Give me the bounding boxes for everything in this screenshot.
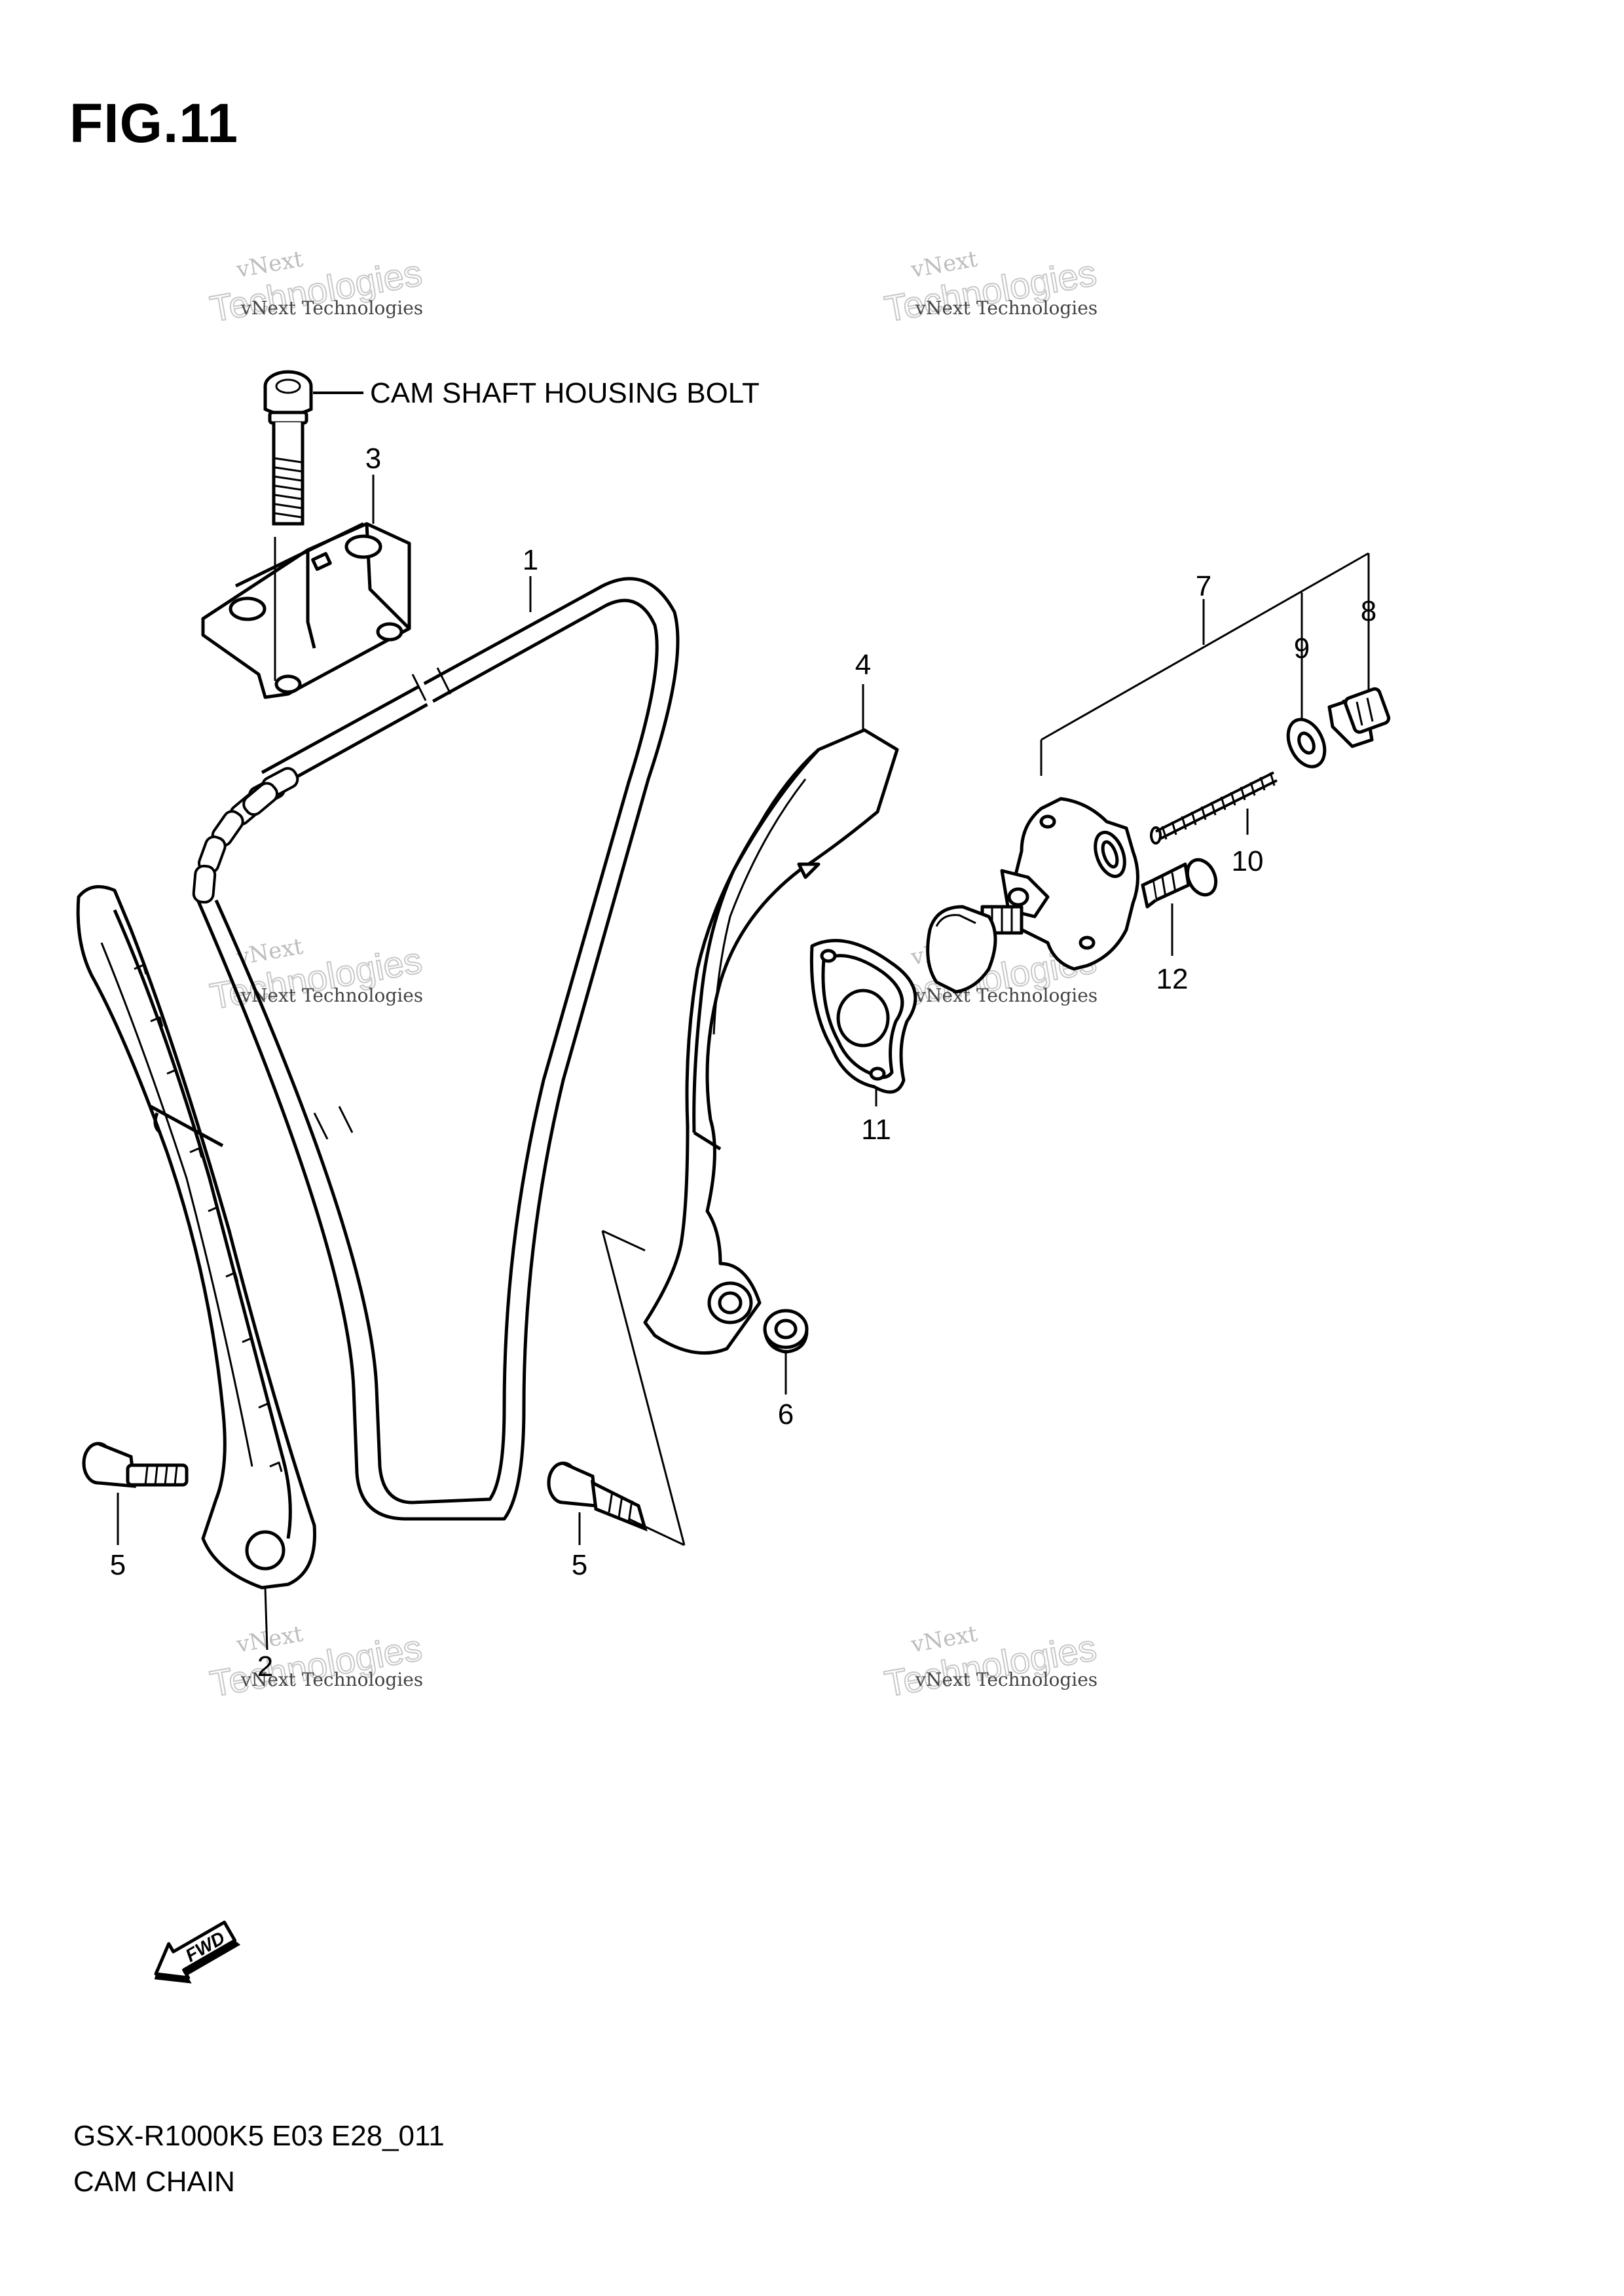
- callout-2: 2: [257, 1650, 273, 1683]
- part-4-cam-chain-tensioner-guide: [643, 728, 899, 1355]
- callout-12: 12: [1156, 963, 1189, 995]
- fwd-arrow-icon: FWD: [154, 1920, 241, 1984]
- part-9-gasket-washer: [1286, 718, 1327, 769]
- callout-5-right: 5: [572, 1549, 587, 1581]
- part-1-cam-chain: [192, 577, 680, 1521]
- callout-1: 1: [523, 544, 538, 576]
- part-5-guide-bolt-right: [547, 1461, 648, 1532]
- watermark-small-1: vNext Technologies: [240, 297, 423, 319]
- callout-4: 4: [855, 649, 871, 681]
- annotation-cam-shaft-housing-bolt: CAM SHAFT HOUSING BOLT: [370, 377, 760, 409]
- part-10-tensioner-spring: [1150, 771, 1278, 845]
- part-5-guide-bolt-left: [82, 1442, 189, 1488]
- watermark-small-5: vNext Technologies: [240, 1669, 423, 1690]
- callout-11: 11: [861, 1114, 891, 1146]
- callout-5-left: 5: [110, 1549, 126, 1581]
- callout-10: 10: [1232, 845, 1264, 877]
- part-8-tensioner-cap-bolt: [1327, 687, 1391, 748]
- section-name: CAM CHAIN: [73, 2166, 235, 2198]
- watermark-small-4: vNext Technologies: [915, 985, 1098, 1006]
- callout-8: 8: [1361, 595, 1376, 627]
- callout-6: 6: [778, 1398, 794, 1430]
- part-6-washer: [763, 1309, 809, 1354]
- watermark-small-6: vNext Technologies: [915, 1669, 1098, 1690]
- model-code: GSX-R1000K5 E03 E28_011: [73, 2120, 445, 2152]
- callout-3: 3: [365, 443, 381, 475]
- part-3-cam-chain-guide-bracket: [201, 522, 411, 699]
- leader-7-bracket: [1041, 552, 1369, 741]
- part-11-tensioner-gasket: [809, 939, 917, 1094]
- watermark-small-3: vNext Technologies: [240, 985, 423, 1006]
- part-12-tensioner-bolt: [1141, 858, 1218, 909]
- reference-lines: [601, 1230, 686, 1546]
- part-2-cam-chain-guide-front: [76, 884, 316, 1650]
- part-7-cam-chain-tensioner: [926, 797, 1139, 994]
- figure-title: FIG.11: [69, 92, 239, 154]
- callout-9: 9: [1294, 632, 1310, 665]
- cam-shaft-housing-bolt: [263, 370, 313, 526]
- callout-7: 7: [1196, 570, 1211, 602]
- watermark-small-2: vNext Technologies: [915, 297, 1098, 319]
